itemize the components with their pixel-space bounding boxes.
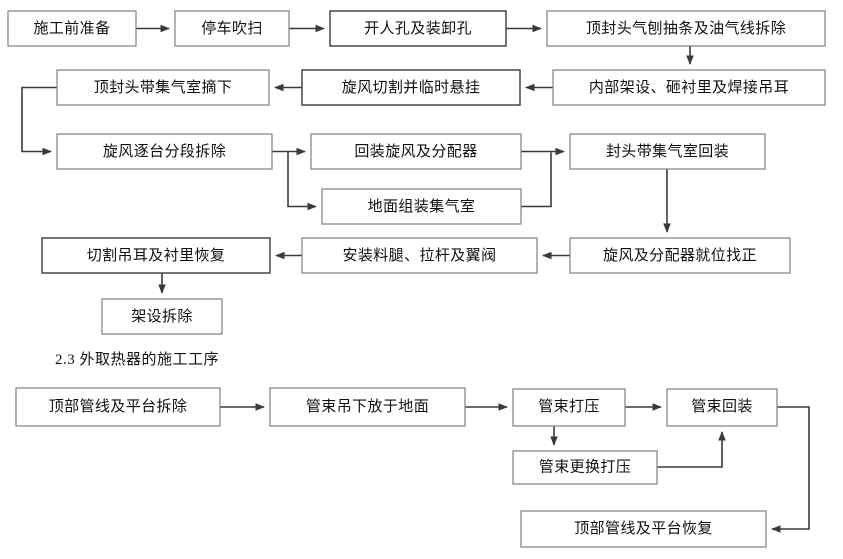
node-box[interactable] — [269, 387, 466, 427]
node-label: 回装旋风及分配器 — [354, 143, 477, 160]
node-box[interactable] — [56, 133, 273, 170]
node-box[interactable] — [310, 133, 522, 170]
node-box[interactable] — [329, 10, 507, 47]
node-box[interactable] — [569, 133, 766, 170]
node-dingbuguanxianjipingtaichaichu[interactable]: 顶部管线及平台拆除 — [15, 387, 221, 427]
node-neibujiashe[interactable]: 内部架设、砸衬里及焊接吊耳 — [552, 69, 826, 106]
node-box[interactable] — [552, 69, 826, 106]
node-label: 切割吊耳及衬里恢复 — [87, 246, 226, 264]
node-box[interactable] — [174, 10, 290, 47]
node-label: 管束吊下放于地面 — [306, 398, 429, 415]
node-jiashechaichu[interactable]: 架设拆除 — [101, 298, 223, 335]
node-box[interactable] — [520, 510, 767, 548]
node-dingfengtoudaijiqishizhaixia[interactable]: 顶封头带集气室摘下 — [56, 69, 270, 106]
node-box[interactable] — [546, 10, 826, 47]
node-box[interactable] — [7, 10, 137, 47]
node-label: 管束回装 — [691, 398, 753, 415]
node-label: 开人孔及装卸孔 — [364, 20, 472, 37]
node-box[interactable] — [301, 69, 521, 106]
node-box[interactable] — [666, 388, 778, 427]
node-box[interactable] — [512, 450, 658, 485]
node-guanshudiaoxiafangyudimian[interactable]: 管束吊下放于地面 — [269, 387, 466, 427]
node-label: 管束更换打压 — [539, 458, 631, 475]
node-tingchechuisao[interactable]: 停车吹扫 — [174, 10, 290, 47]
node-label: 内部架设、砸衬里及焊接吊耳 — [589, 79, 789, 96]
node-label: 顶部管线及平台拆除 — [49, 398, 188, 415]
node-fengtoudaijiqishihuizhuang[interactable]: 封头带集气室回装 — [569, 133, 766, 170]
section-heading: 2.3 外取热器的施工工序 — [55, 352, 220, 368]
node-anzhuangliaotui[interactable]: 安装料腿、拉杆及翼阀 — [301, 237, 538, 274]
edge-n8-n10 — [287, 151, 317, 211]
node-box[interactable] — [301, 237, 538, 274]
node-box[interactable] — [41, 237, 271, 274]
node-guanshugenghuandaya[interactable]: 管束更换打压 — [512, 450, 658, 485]
node-dimianzuzhuangjiqishi[interactable]: 地面组装集气室 — [321, 188, 522, 225]
node-guanshuhuizhuang[interactable]: 管束回装 — [666, 388, 778, 427]
node-label: 顶封头气刨抽条及油气线拆除 — [586, 20, 786, 37]
node-label: 旋风及分配器就位找正 — [603, 247, 757, 264]
edge-n7-n8 — [21, 86, 57, 156]
node-box[interactable] — [15, 387, 221, 427]
node-label: 管束打压 — [538, 398, 600, 415]
node-label: 封头带集气室回装 — [606, 143, 729, 160]
node-label: 顶部管线及平台恢复 — [574, 519, 713, 537]
edge-b4-b6 — [771, 406, 810, 533]
edge-b5-b4 — [657, 431, 726, 468]
node-guanshudaya[interactable]: 管束打压 — [512, 388, 626, 427]
node-kairenkongjizhuangxiekong[interactable]: 开人孔及装卸孔 — [329, 10, 507, 47]
top-diagram-nodes: 施工前准备 停车吹扫 开人孔及装卸孔 顶封头气刨抽条及油气线拆除 内部架设、砸衬… — [7, 10, 826, 335]
node-label: 旋风逐台分段拆除 — [103, 143, 226, 160]
node-box[interactable] — [512, 388, 626, 427]
node-label: 安装料腿、拉杆及翼阀 — [342, 247, 496, 264]
node-qiegediaoerjichenlihuifu[interactable]: 切割吊耳及衬里恢复 — [41, 237, 271, 274]
node-xuanfengqiegelinshixuangua[interactable]: 旋风切割并临时悬挂 — [301, 69, 521, 106]
node-shigongqianzhunbei[interactable]: 施工前准备 — [7, 10, 137, 47]
node-dingfengtouqibaochoutiao[interactable]: 顶封头气刨抽条及油气线拆除 — [546, 10, 826, 47]
node-huizhuangxuanfengjifenpeiqi[interactable]: 回装旋风及分配器 — [310, 133, 522, 170]
node-box[interactable] — [569, 237, 791, 274]
node-xuanfengjifenpeiqijiuweizhaozheng[interactable]: 旋风及分配器就位找正 — [569, 237, 791, 274]
node-box[interactable] — [101, 298, 223, 335]
bottom-diagram-connectors — [220, 403, 810, 533]
node-xuanfengzhutaifenduanchaichu[interactable]: 旋风逐台分段拆除 — [56, 133, 273, 170]
node-label: 施工前准备 — [33, 20, 110, 37]
node-label: 架设拆除 — [131, 308, 193, 325]
node-label: 旋风切割并临时悬挂 — [342, 79, 481, 96]
bottom-diagram-nodes: 顶部管线及平台拆除 管束吊下放于地面 管束打压 管束回装 管束更换打压 顶部管线… — [15, 387, 778, 548]
node-label: 顶封头带集气室摘下 — [94, 78, 233, 96]
node-box[interactable] — [321, 188, 522, 225]
node-dingbuguanxianjipingtaihuifu[interactable]: 顶部管线及平台恢复 — [520, 510, 767, 548]
top-diagram-connectors — [21, 24, 694, 294]
node-label: 地面组装集气室 — [368, 198, 476, 215]
edge-n10-n11 — [521, 152, 552, 208]
node-box[interactable] — [56, 69, 270, 106]
node-label: 停车吹扫 — [201, 20, 263, 37]
